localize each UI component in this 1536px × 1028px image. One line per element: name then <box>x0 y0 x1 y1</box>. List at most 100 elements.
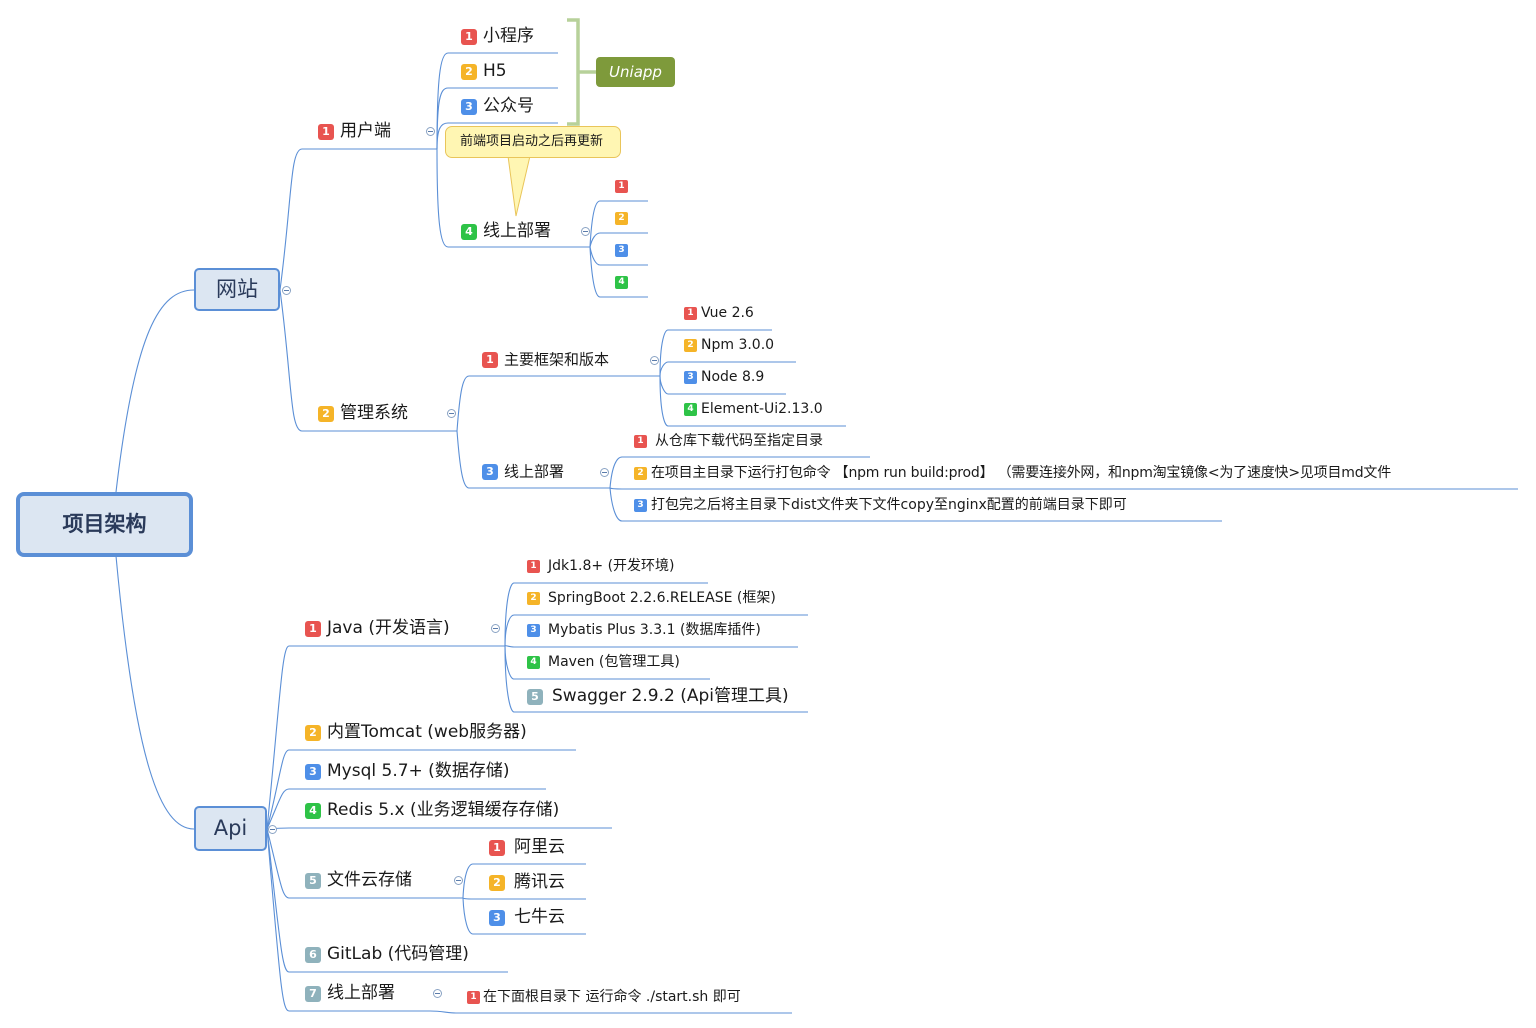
collapse-framework-icon[interactable] <box>650 356 659 365</box>
topic-framework[interactable]: 1 主要框架和版本 <box>482 352 609 368</box>
topic-user-end-label: 用户端 <box>340 121 391 141</box>
item-swagger-label: Swagger 2.9.2 (Api管理工具) <box>552 686 789 706</box>
priority-3-icon: 3 <box>634 498 647 512</box>
item-springboot-label: SpringBoot 2.2.6.RELEASE (框架) <box>548 590 776 606</box>
collapse-website-icon[interactable] <box>282 286 291 295</box>
priority-2-icon: 2 <box>634 466 647 480</box>
link-website-admin <box>279 289 303 432</box>
user-deploy-step-1[interactable]: 1 <box>615 178 632 194</box>
item-jdk[interactable]: 1 Jdk1.8+ (开发环境) <box>527 559 675 573</box>
topic-mysql-label: Mysql 5.7+ (数据存储) <box>327 761 510 781</box>
topic-tomcat-label: 内置Tomcat (web服务器) <box>327 722 527 742</box>
collapse-api-deploy-icon[interactable] <box>433 989 442 998</box>
user-deploy-step-2[interactable]: 2 <box>615 210 632 226</box>
item-node-label: Node 8.9 <box>701 369 765 385</box>
uniapp-label[interactable]: Uniapp <box>596 57 675 87</box>
item-qiniu[interactable]: 3 七牛云 <box>489 909 565 927</box>
topic-website[interactable]: 网站 <box>194 268 280 311</box>
collapse-user-deploy-icon[interactable] <box>581 227 590 236</box>
priority-1-icon: 1 <box>527 559 540 573</box>
topic-java-label: Java (开发语言) <box>327 618 450 638</box>
priority-1-icon: 1 <box>482 352 498 368</box>
priority-4-icon: 4 <box>684 402 697 416</box>
item-node[interactable]: 3 Node 8.9 <box>684 370 764 384</box>
priority-1-icon: 1 <box>489 839 505 856</box>
priority-1-icon: 1 <box>461 28 477 45</box>
callout-pointer <box>507 155 531 217</box>
item-maven-label: Maven (包管理工具) <box>548 654 680 670</box>
priority-3-icon: 3 <box>684 370 697 384</box>
priority-1-icon: 1 <box>467 990 480 1004</box>
topic-cloud-storage[interactable]: 5 文件云存储 <box>305 872 412 890</box>
priority-5-icon: 5 <box>305 872 321 889</box>
priority-1-icon: 1 <box>634 434 647 448</box>
priority-4-icon: 4 <box>615 276 628 289</box>
item-vue[interactable]: 1 Vue 2.6 <box>684 306 754 320</box>
topic-official-account[interactable]: 3 公众号 <box>461 98 534 116</box>
root-topic[interactable]: 项目架构 <box>16 492 193 557</box>
priority-4-icon: 4 <box>305 802 321 819</box>
item-tencent[interactable]: 2 腾讯云 <box>489 874 565 892</box>
priority-3-icon: 3 <box>527 623 540 637</box>
priority-1-icon: 1 <box>684 306 697 320</box>
collapse-admin-icon[interactable] <box>447 409 456 418</box>
priority-7-icon: 7 <box>305 985 321 1002</box>
root-topic-label: 项目架构 <box>62 512 147 536</box>
topic-cloud-storage-label: 文件云存储 <box>327 870 412 890</box>
uniapp-bracket <box>567 18 596 126</box>
topic-user-deploy-label: 线上部署 <box>483 221 551 241</box>
topic-admin-deploy-label: 线上部署 <box>504 462 565 481</box>
topic-api[interactable]: Api <box>194 806 267 851</box>
topic-miniprogram-label: 小程序 <box>483 26 534 46</box>
topic-miniprogram[interactable]: 1 小程序 <box>461 28 534 46</box>
topic-framework-label: 主要框架和版本 <box>504 350 610 369</box>
topic-api-label: Api <box>213 816 248 840</box>
link-website-user <box>279 148 303 291</box>
item-element-ui-label: Element-Ui2.13.0 <box>701 401 823 417</box>
collapse-user-end-icon[interactable] <box>426 127 435 136</box>
collapse-admin-deploy-icon[interactable] <box>600 468 609 477</box>
priority-2-icon: 2 <box>615 212 628 225</box>
item-element-ui[interactable]: 4 Element-Ui2.13.0 <box>684 402 823 416</box>
item-jdk-label: Jdk1.8+ (开发环境) <box>548 558 675 574</box>
topic-api-deploy-label: 线上部署 <box>327 983 395 1003</box>
user-deploy-step-4[interactable]: 4 <box>615 274 632 290</box>
link-root-api <box>115 555 195 830</box>
collapse-java-icon[interactable] <box>491 624 500 633</box>
item-tencent-label: 腾讯云 <box>514 872 565 892</box>
topic-admin-label: 管理系统 <box>340 403 408 423</box>
priority-2-icon: 2 <box>489 874 505 891</box>
item-qiniu-label: 七牛云 <box>514 907 565 927</box>
priority-3-icon: 3 <box>461 98 477 115</box>
topic-official-account-label: 公众号 <box>483 96 534 116</box>
priority-3-icon: 3 <box>489 909 505 926</box>
collapse-cloud-storage-icon[interactable] <box>454 876 463 885</box>
callout-note[interactable]: 前端项目启动之后再更新 <box>445 126 621 158</box>
collapse-api-icon[interactable] <box>268 825 277 834</box>
item-vue-label: Vue 2.6 <box>701 305 754 321</box>
topic-api-deploy[interactable]: 7 线上部署 <box>305 985 395 1003</box>
user-deploy-step-3[interactable]: 3 <box>615 242 632 258</box>
